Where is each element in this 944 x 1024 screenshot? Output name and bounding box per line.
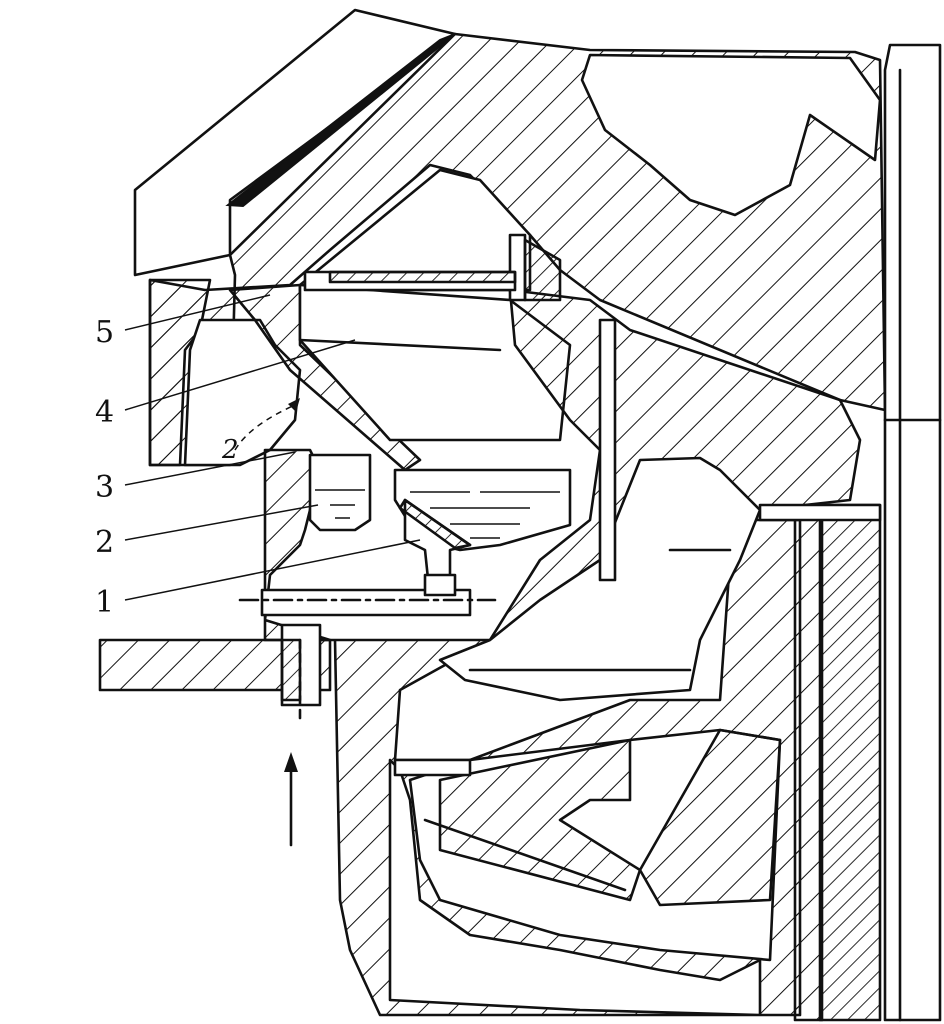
cavity-annotation: 2: [221, 435, 239, 465]
wedge-plate: [228, 283, 572, 472]
center-sleeve: [303, 233, 562, 302]
leader-1: [124, 539, 421, 601]
inlet-arrow: [284, 752, 298, 847]
top-cover-plate: [133, 8, 457, 277]
callout-1: 1: [95, 585, 114, 620]
mid-right-block: [438, 318, 882, 702]
left-arm: [98, 638, 332, 692]
leader-5: [124, 294, 271, 331]
callout-labels: 5 4 3 2 1 2: [95, 315, 239, 620]
callout-3: 3: [95, 470, 114, 505]
leader-3: [124, 451, 296, 486]
right-column: [793, 43, 942, 1022]
inlet-nozzle: [280, 623, 322, 722]
lower-cavity: [393, 728, 782, 962]
callout-4: 4: [95, 395, 114, 430]
callout-5: 5: [95, 315, 114, 350]
leader-2: [124, 504, 319, 541]
callout-leaders: [124, 294, 421, 601]
flow-arrow-cavity: [234, 398, 300, 451]
left-side-block: [148, 278, 302, 467]
callout-2: 2: [95, 525, 114, 560]
leader-4: [124, 339, 356, 411]
horizontal-pin: [238, 573, 497, 617]
oil-level-lines: [410, 491, 560, 539]
